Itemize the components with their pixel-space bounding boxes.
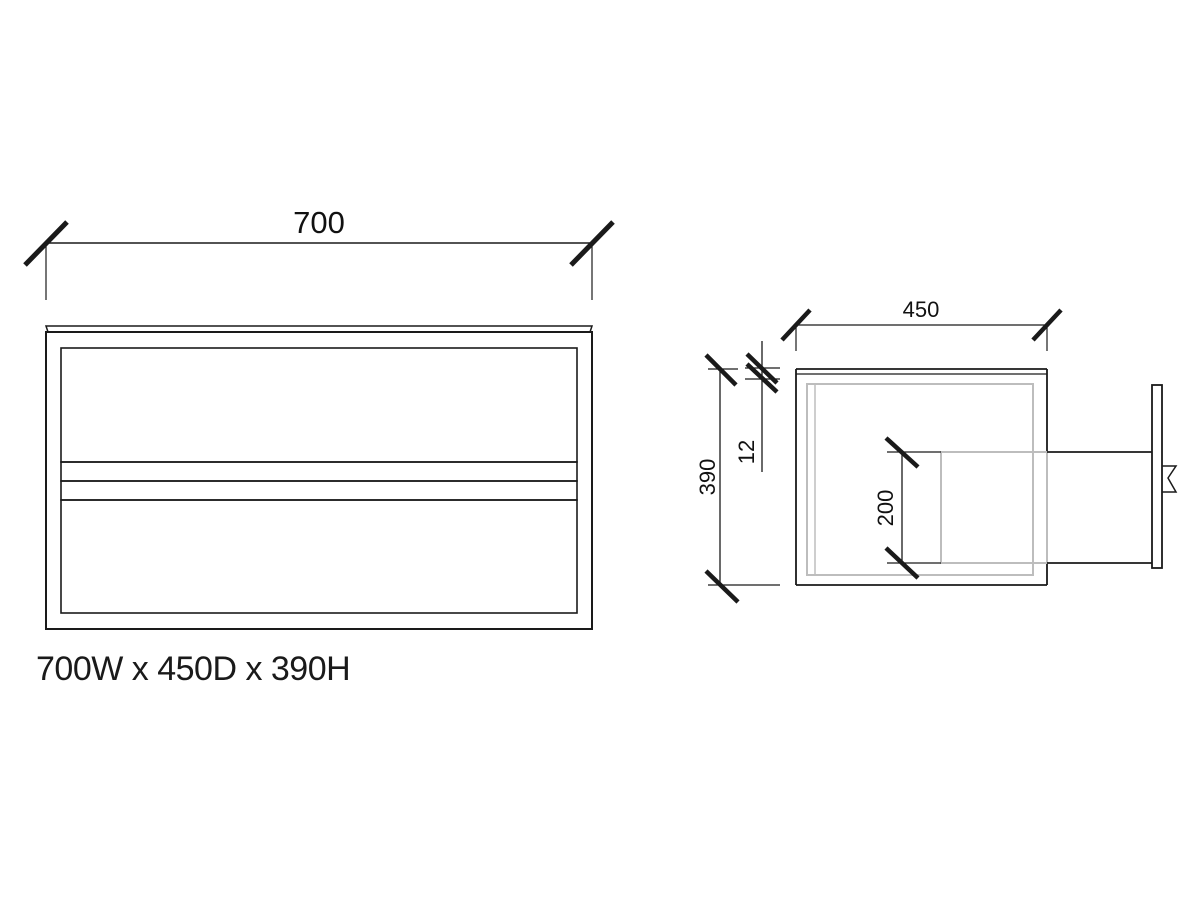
height-tick-top xyxy=(704,353,738,387)
depth-dimension: 450 xyxy=(780,297,1063,351)
depth-tick-left xyxy=(780,308,812,342)
height-tick-bottom xyxy=(704,569,740,604)
cabinet-side xyxy=(795,368,1178,586)
width-tick-left xyxy=(23,220,69,267)
top-thickness-dimension-label: 12 xyxy=(734,440,759,464)
drawer-box-hidden xyxy=(940,451,1048,564)
width-tick-right xyxy=(569,220,615,267)
height-dimension-label: 390 xyxy=(695,459,720,496)
width-dimension: 700 xyxy=(23,205,615,300)
handle-rail xyxy=(60,461,578,482)
drawer-front-dimension: 200 xyxy=(873,436,941,580)
depth-tick-right xyxy=(1031,308,1063,342)
top-thickness-tick-b xyxy=(745,362,779,394)
handle-rail-lower xyxy=(60,480,578,501)
top-thickness-dimension: 12 xyxy=(734,341,780,472)
drawer-front-panel xyxy=(1151,384,1163,569)
drawer-front-tick-top xyxy=(884,436,920,469)
top-thickness-tick-a xyxy=(745,352,779,385)
inner-carcass xyxy=(806,383,1034,576)
cabinet-front xyxy=(44,325,594,630)
cabinet-outline xyxy=(45,331,593,630)
overall-dimensions-caption: 700W x 450D x 390H xyxy=(36,650,351,688)
drawer-front-tick-bottom xyxy=(884,546,920,580)
drawer-handle-profile xyxy=(1162,465,1178,493)
height-dimension: 390 xyxy=(695,353,780,604)
depth-dimension-label: 450 xyxy=(903,297,940,322)
upper-drawer-front xyxy=(60,347,578,463)
side-view: 450 390 12 xyxy=(695,297,1178,604)
drawer-front-dimension-label: 200 xyxy=(873,490,898,527)
lower-drawer-front xyxy=(60,499,578,614)
width-dimension-label: 700 xyxy=(293,205,345,240)
front-view: 700 xyxy=(23,205,615,630)
